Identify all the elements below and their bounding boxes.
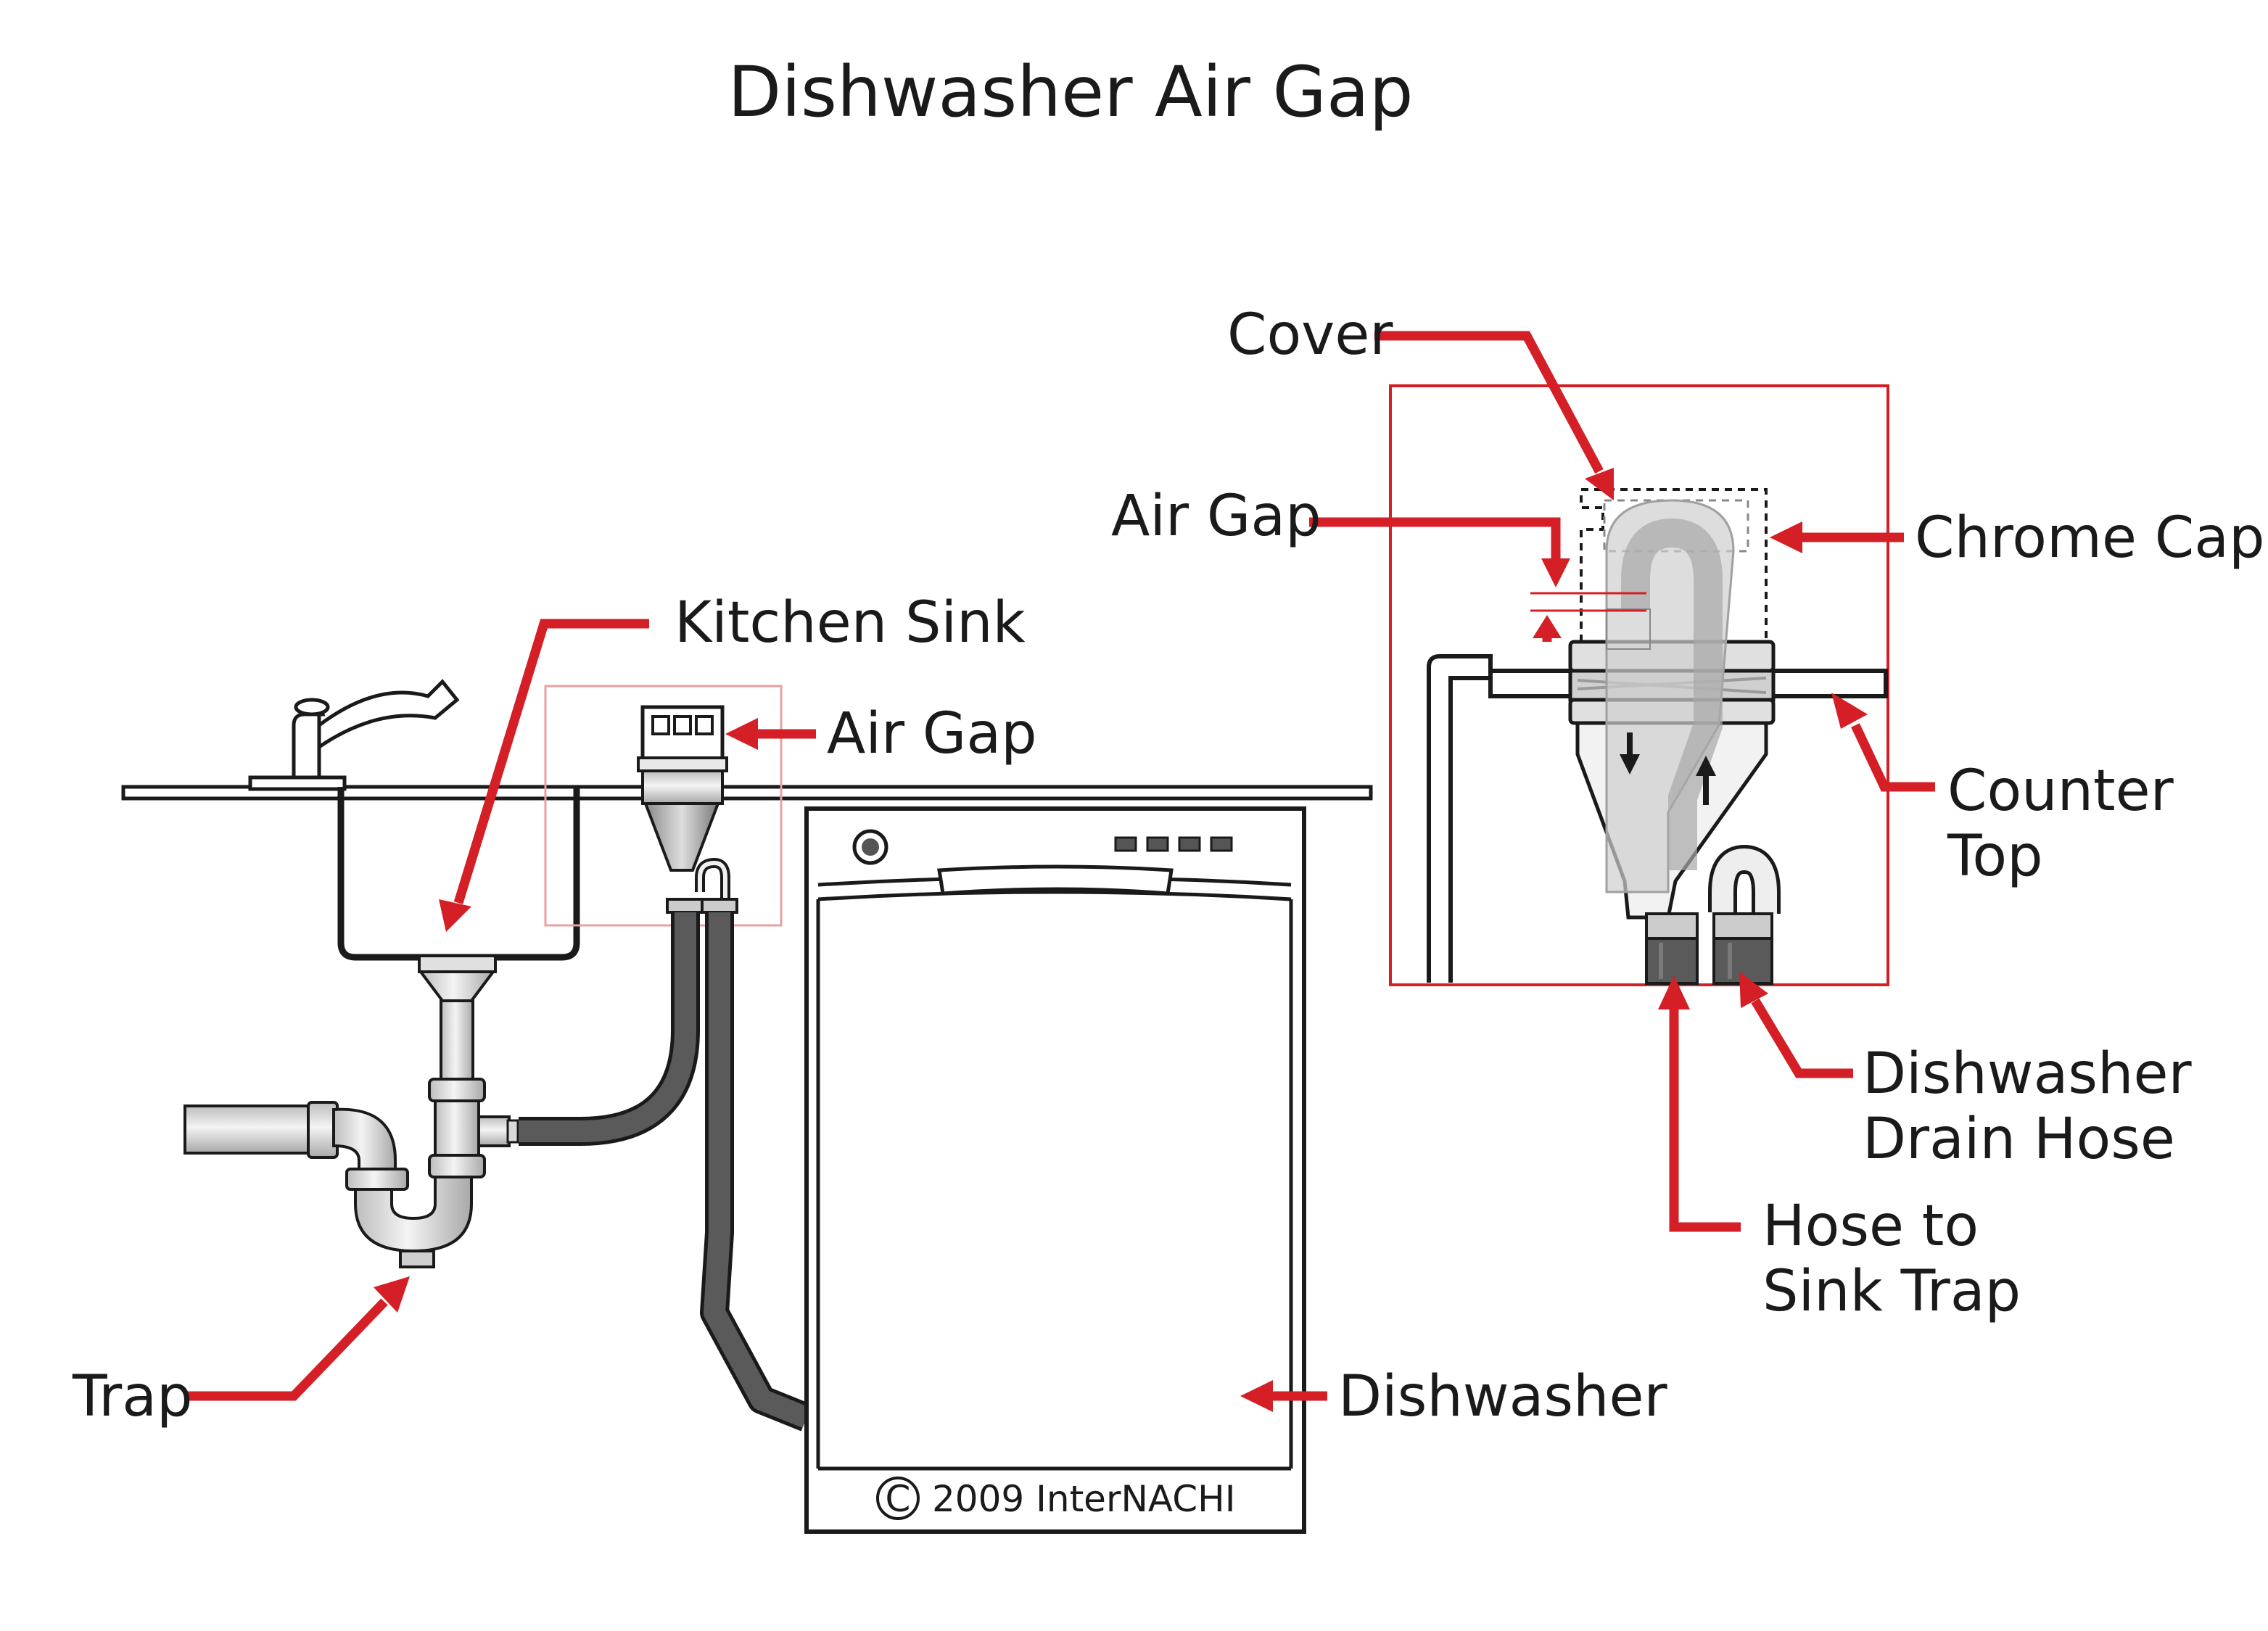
copyright-icon (876, 1477, 920, 1520)
copyright-symbol: C (886, 1478, 911, 1520)
air-gap-device (637, 705, 730, 899)
callout-dishwasher: Dishwasher (1240, 1364, 1667, 1429)
label-air-gap-main: Air Gap (827, 701, 1037, 767)
control-button-icon (1178, 836, 1201, 852)
label-sink-trap-line1: Hose to (1762, 1194, 1979, 1259)
p-trap (183, 1101, 473, 1268)
up-arrow-icon (1696, 756, 1716, 776)
control-button-icon (1146, 836, 1169, 852)
down-arrow-icon (1620, 754, 1640, 775)
copyright-text: 2009 InterNACHI (932, 1478, 1235, 1520)
callout-counter-top: Counter Top (1831, 693, 2174, 889)
detail-view (1389, 384, 1889, 986)
sink-drain-pipe (418, 970, 519, 1178)
callout-cover: Cover (1227, 302, 1614, 500)
label-cover: Cover (1227, 302, 1393, 368)
label-counter-top-line1: Counter (1947, 759, 2174, 824)
callout-kitchen-sink: Kitchen Sink (439, 590, 1026, 932)
faucet (248, 679, 460, 791)
label-kitchen-sink: Kitchen Sink (675, 590, 1026, 656)
callout-drain-hose: Dishwasher Drain Hose (1739, 972, 2192, 1172)
callout-sink-trap: Hose to Sink Trap (1658, 975, 2021, 1324)
label-trap: Trap (72, 1364, 193, 1429)
label-chrome-cap: Chrome Cap (1915, 505, 2265, 571)
dishwasher-unit: C 2009 InterNACHI (804, 806, 1306, 1534)
callout-trap: Trap (72, 1276, 410, 1429)
label-dishwasher: Dishwasher (1338, 1364, 1667, 1429)
label-counter-top-line2: Top (1947, 824, 2043, 889)
diagram-title: Dishwasher Air Gap (727, 51, 1413, 133)
label-drain-hose-line2: Drain Hose (1863, 1107, 2175, 1172)
control-button-icon (1114, 836, 1137, 852)
kitchen-sink-basin (337, 787, 580, 973)
callout-air-gap-main: Air Gap (725, 701, 1037, 767)
callout-air-gap-detail: Air Gap (1111, 484, 1570, 642)
drain-hoses (519, 898, 812, 1432)
label-air-gap-detail: Air Gap (1111, 484, 1321, 549)
air-gap-highlight-box (544, 685, 783, 927)
callout-chrome-cap: Chrome Cap (1770, 505, 2265, 571)
control-button-icon (1210, 836, 1233, 852)
label-drain-hose-line1: Dishwasher (1863, 1041, 2192, 1107)
label-sink-trap-line2: Sink Trap (1762, 1259, 2021, 1324)
